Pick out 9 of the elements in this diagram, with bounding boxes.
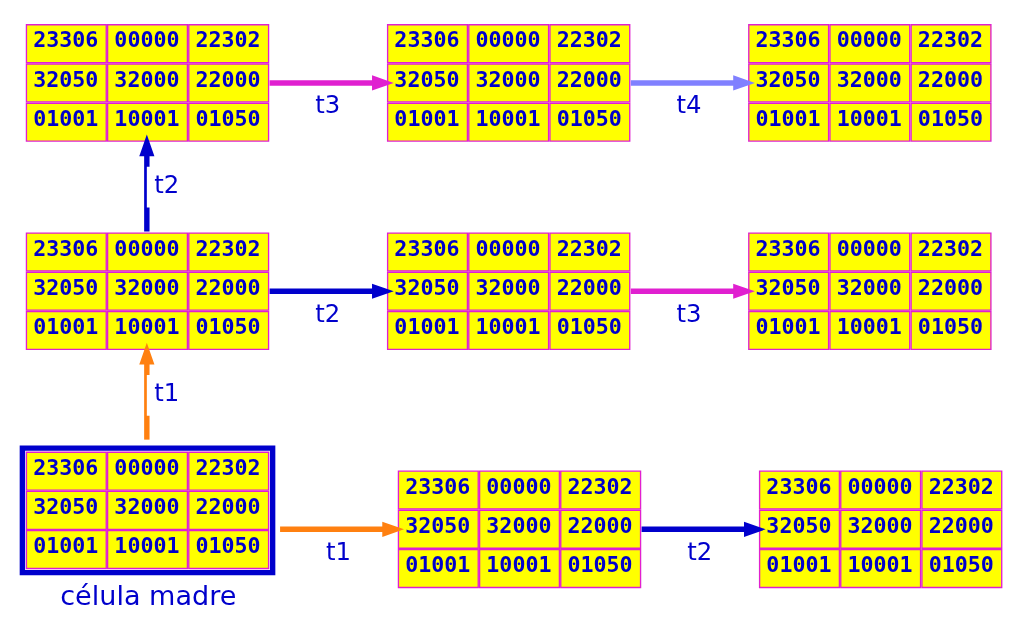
edge-label: t4 bbox=[676, 90, 702, 120]
edge-label: t3 bbox=[676, 298, 702, 328]
edge-label: t3 bbox=[315, 90, 341, 120]
edge-label: t2 bbox=[315, 298, 341, 328]
edge-label: t2 bbox=[154, 170, 180, 200]
node-label: célula madre bbox=[60, 580, 237, 612]
edge-label: t1 bbox=[154, 378, 180, 408]
edge-label: t1 bbox=[326, 536, 352, 566]
edge-label: t2 bbox=[687, 536, 713, 566]
